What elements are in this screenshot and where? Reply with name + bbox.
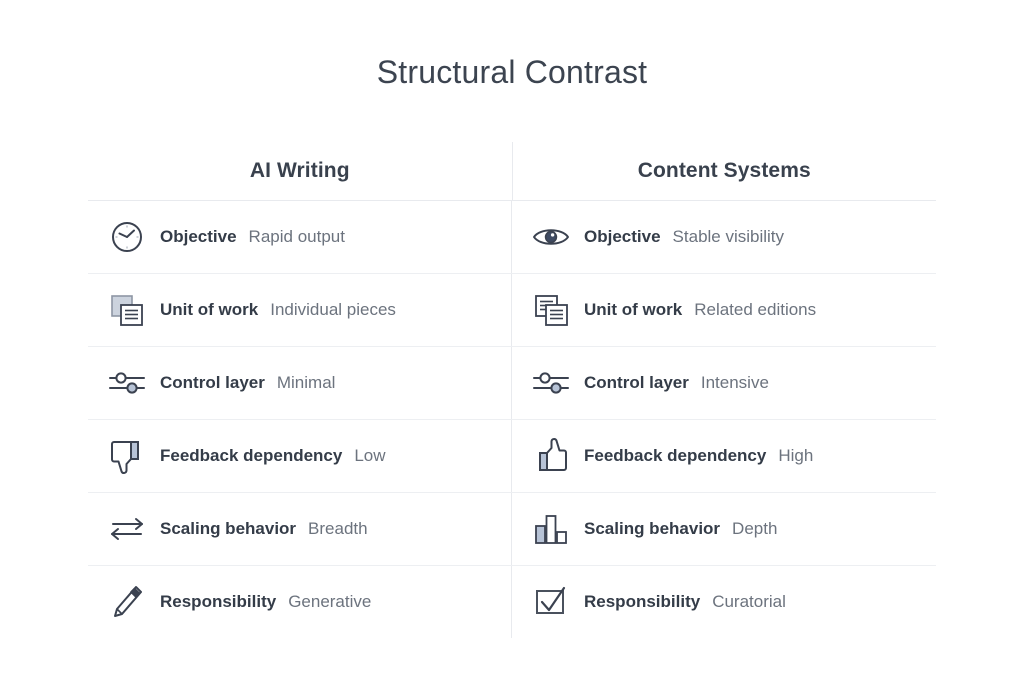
- row-label: Objective: [584, 227, 661, 246]
- row-label: Feedback dependency: [584, 446, 767, 465]
- eye-icon: [528, 215, 574, 259]
- sliders-icon: [528, 361, 574, 405]
- cell-left: Unit of work Individual pieces: [88, 274, 512, 346]
- cell-text-group: Objective Stable visibility: [584, 227, 784, 247]
- row-value: Rapid output: [248, 227, 345, 246]
- cell-left: Control layer Minimal: [88, 347, 512, 419]
- row-value: Low: [354, 446, 386, 465]
- column-header-content-systems: Content Systems: [637, 159, 811, 182]
- pencil-icon: [104, 580, 150, 624]
- thumbs-up-icon: [528, 434, 574, 478]
- row-value: Generative: [288, 592, 372, 611]
- row-value: Curatorial: [712, 592, 786, 611]
- cell-right: Responsibility Curatorial: [512, 566, 936, 638]
- cell-left: Responsibility Generative: [88, 566, 512, 638]
- row-label: Control layer: [160, 373, 265, 392]
- row-label: Responsibility: [584, 592, 701, 611]
- comparison-table: AI Writing Content Systems: [88, 142, 936, 638]
- table-header-row: AI Writing Content Systems: [88, 142, 936, 201]
- cell-right: Control layer Intensive: [512, 347, 936, 419]
- row-label: Scaling behavior: [584, 519, 721, 538]
- row-value: Individual pieces: [270, 300, 396, 319]
- row-label: Unit of work: [160, 300, 259, 319]
- checkbox-check-icon: [528, 580, 574, 624]
- row-label: Scaling behavior: [160, 519, 297, 538]
- copy-pages-icon: [104, 288, 150, 332]
- cell-right: Scaling behavior Depth: [512, 493, 936, 565]
- cell-text-group: Feedback dependency Low: [160, 446, 386, 466]
- cell-left: Objective Rapid output: [88, 201, 512, 273]
- table-row: Feedback dependency Low Feedback depende…: [88, 420, 936, 493]
- row-value: Minimal: [276, 373, 336, 392]
- cell-right: Unit of work Related editions: [512, 274, 936, 346]
- row-value: Related editions: [694, 300, 817, 319]
- row-label: Control layer: [584, 373, 689, 392]
- row-value: Intensive: [700, 373, 769, 392]
- cell-text-group: Responsibility Generative: [160, 592, 371, 612]
- table-row: Control layer Minimal Contro: [88, 347, 936, 420]
- clock-icon: [104, 215, 150, 259]
- bar-chart-icon: [528, 507, 574, 551]
- table-row: Responsibility Generative Responsibility…: [88, 566, 936, 638]
- row-label: Feedback dependency: [160, 446, 343, 465]
- table-body: Objective Rapid output Objective: [88, 201, 936, 638]
- cell-left: Scaling behavior Breadth: [88, 493, 512, 565]
- cell-text-group: Control layer Intensive: [584, 373, 769, 393]
- cell-text-group: Objective Rapid output: [160, 227, 345, 247]
- row-label: Unit of work: [584, 300, 683, 319]
- row-value: Stable visibility: [672, 227, 785, 246]
- arrows-horizontal-icon: [104, 507, 150, 551]
- cell-right: Objective Stable visibility: [512, 201, 936, 273]
- cell-text-group: Responsibility Curatorial: [584, 592, 786, 612]
- table-row: Scaling behavior Breadth Scaling behavio…: [88, 493, 936, 566]
- row-value: High: [778, 446, 814, 465]
- cell-text-group: Unit of work Individual pieces: [160, 300, 396, 320]
- cell-left: Feedback dependency Low: [88, 420, 512, 492]
- cell-text-group: Unit of work Related editions: [584, 300, 816, 320]
- cell-text-group: Control layer Minimal: [160, 373, 335, 393]
- cell-text-group: Scaling behavior Breadth: [160, 519, 368, 539]
- page-title: Structural Contrast: [376, 54, 648, 90]
- cell-right: Feedback dependency High: [512, 420, 936, 492]
- table-row: Unit of work Individual pieces: [88, 274, 936, 347]
- cell-text-group: Feedback dependency High: [584, 446, 813, 466]
- thumbs-down-icon: [104, 434, 150, 478]
- copy-pages-icon: [528, 288, 574, 332]
- column-header-ai-writing: AI Writing: [88, 142, 513, 200]
- sliders-icon: [104, 361, 150, 405]
- row-label: Responsibility: [160, 592, 277, 611]
- cell-text-group: Scaling behavior Depth: [584, 519, 777, 539]
- row-value: Depth: [732, 519, 778, 538]
- row-value: Breadth: [308, 519, 368, 538]
- row-label: Objective: [160, 227, 237, 246]
- table-row: Objective Rapid output Objective: [88, 201, 936, 274]
